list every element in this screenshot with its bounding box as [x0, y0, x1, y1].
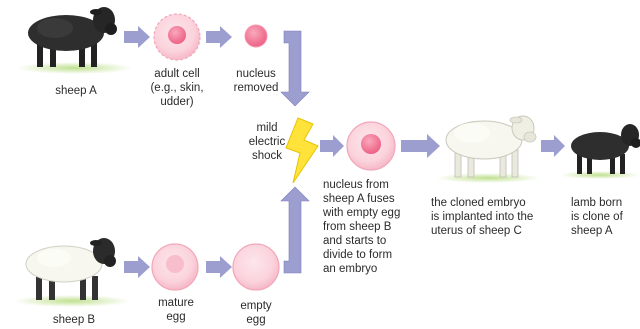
- fused-embryo-cell: [347, 122, 395, 170]
- label-sheep-b: sheep B: [34, 313, 114, 327]
- arrow-fusion-to-implant: [401, 134, 440, 158]
- sheep-a-illustration: [17, 7, 133, 74]
- label-empty-egg: empty egg: [216, 299, 296, 327]
- label-mature-egg: mature egg: [136, 296, 216, 324]
- label-mild-electric-shock: mild electric shock: [242, 121, 292, 163]
- adult-cell: [154, 14, 200, 60]
- lamb-illustration: [560, 124, 640, 179]
- arrow-shock-to-fusion: [320, 135, 344, 157]
- label-nucleus-removed: nucleus removed: [216, 67, 296, 95]
- arrow-cell-to-nucleus: [206, 26, 232, 48]
- label-adult-cell: adult cell (e.g., skin, udder): [137, 67, 217, 109]
- arrow-egg-to-empty: [206, 256, 232, 278]
- sheep-b-illustration: [14, 238, 130, 307]
- label-nucleus-fuses: nucleus from sheep A fuses with empty eg…: [323, 178, 433, 276]
- arrow-empty-egg-up: [281, 187, 309, 273]
- arrow-sheep-b-to-egg: [124, 256, 150, 278]
- label-sheep-a: sheep A: [36, 84, 116, 98]
- arrow-sheep-a-to-cell: [124, 26, 150, 48]
- label-embryo-implanted: the cloned embryo is implanted into the …: [431, 196, 561, 238]
- empty-egg: [233, 244, 279, 290]
- removed-nucleus: [245, 25, 267, 47]
- label-lamb-born: lamb born is clone of sheep A: [571, 196, 639, 238]
- arrow-implant-to-lamb: [541, 135, 565, 157]
- sheep-c-illustration: [436, 116, 540, 183]
- mature-egg: [152, 244, 198, 290]
